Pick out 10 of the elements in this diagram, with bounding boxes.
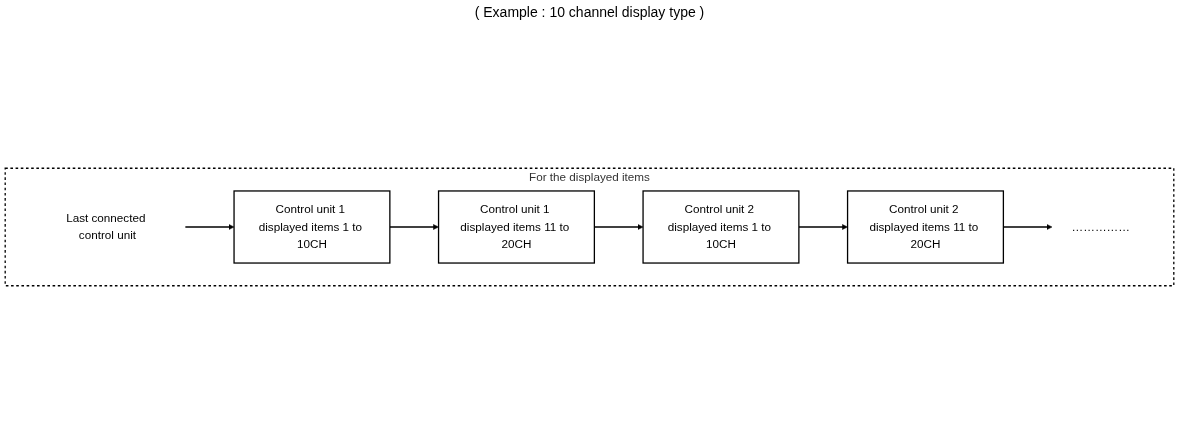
- node-box: Control unit 2 displayed items 1 to 10CH: [642, 190, 800, 264]
- node-text: Last connected control unit: [66, 211, 146, 242]
- node-box: Control unit 2 displayed items 11 to 20CH: [846, 190, 1005, 264]
- arrow: [798, 224, 848, 230]
- example-note: ( Example : 10 channel display type ): [474, 4, 705, 20]
- node-box: Control unit 1 displayed items 11 to 20CH: [437, 190, 595, 264]
- arrow: [184, 224, 235, 230]
- arrow: [389, 224, 439, 230]
- node-box: Control unit 1 displayed items 1 to 10CH: [233, 190, 391, 264]
- node-text: ……………: [1071, 220, 1130, 234]
